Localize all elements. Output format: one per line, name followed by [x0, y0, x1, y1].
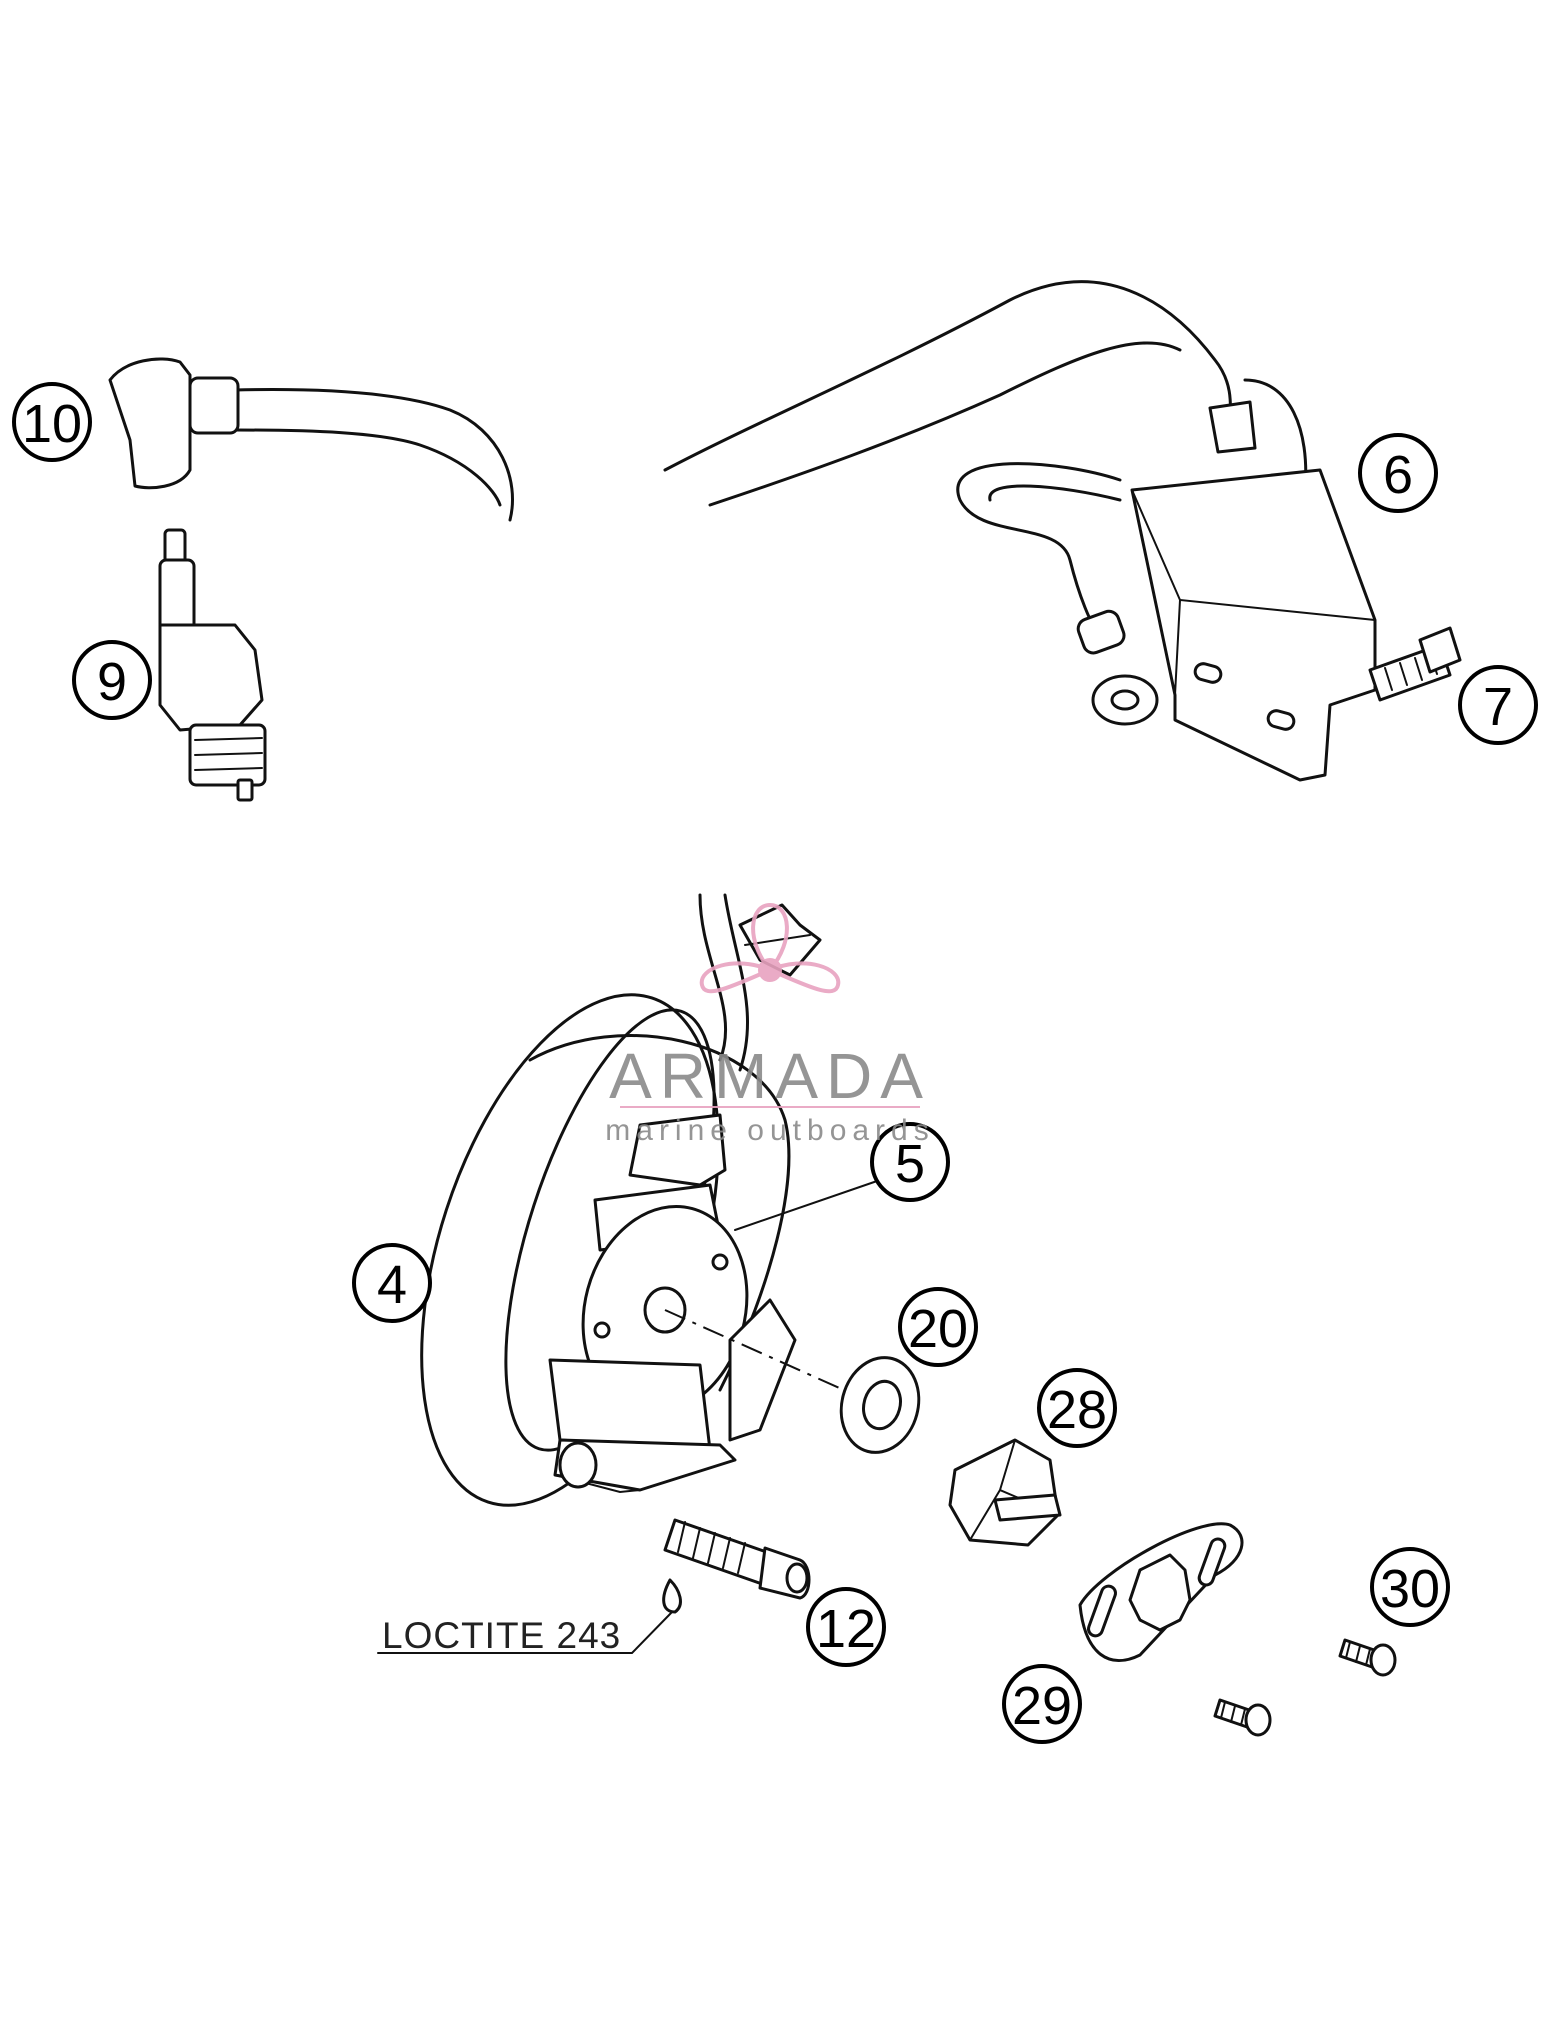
leader-line-5: [734, 1179, 881, 1231]
callout-12: 12: [806, 1587, 886, 1667]
callout-29-label: 29: [1012, 1676, 1072, 1736]
ignition-coil-part: [663, 280, 1377, 782]
callout-28-circle: [1037, 1368, 1117, 1448]
leader-line-loctite: [377, 1611, 673, 1654]
key-part: [948, 1438, 1062, 1547]
callout-9-label: 9: [97, 652, 127, 712]
callout-10: 10: [12, 382, 92, 462]
spark-plug-connector-part: [108, 357, 514, 522]
propeller-logo-icon: [699, 902, 841, 994]
watermark-tagline: marine outboards: [605, 1114, 934, 1147]
callout-28-label: 28: [1047, 1380, 1107, 1440]
callout-29-circle: [1002, 1664, 1082, 1744]
callout-4: 4: [352, 1243, 432, 1323]
callout-5-label: 5: [895, 1134, 925, 1194]
callout-12-circle: [806, 1587, 886, 1667]
callout-30: 30: [1370, 1547, 1450, 1627]
callout-6-circle: [1358, 433, 1438, 513]
callout-28: 28: [1037, 1368, 1117, 1448]
callout-9: 9: [72, 640, 152, 720]
watermark-brand: ARMADA: [609, 1040, 931, 1112]
callout-10-label: 10: [22, 394, 82, 454]
callout-20-circle: [898, 1287, 978, 1367]
callout-20-label: 20: [908, 1299, 968, 1359]
small-screw-lower-part: [1213, 1698, 1272, 1737]
callout-7-circle: [1458, 665, 1538, 745]
coil-mounting-screw-part: [1368, 626, 1462, 702]
callout-29: 29: [1002, 1664, 1082, 1744]
callout-7-label: 7: [1483, 677, 1513, 737]
timing-plate-part: [1078, 1522, 1244, 1662]
callout-6-label: 6: [1383, 445, 1413, 505]
loctite-note: LOCTITE 243: [382, 1615, 621, 1656]
callout-30-circle: [1370, 1547, 1450, 1627]
callout-4-circle: [352, 1243, 432, 1323]
callout-10-circle: [12, 382, 92, 462]
small-screw-upper-part: [1338, 1638, 1397, 1677]
armada-watermark: ARMADA marine outboards: [605, 902, 934, 1147]
callout-5: 5: [870, 1122, 950, 1202]
callout-5-circle: [870, 1122, 950, 1202]
spark-plug-part: [158, 528, 267, 802]
callout-30-label: 30: [1380, 1559, 1440, 1619]
callout-7: 7: [1458, 665, 1538, 745]
washer-part: [839, 1356, 921, 1454]
callout-20: 20: [898, 1287, 978, 1367]
callout-12-label: 12: [816, 1599, 876, 1659]
center-axis-line: [664, 1309, 856, 1396]
callout-6: 6: [1358, 433, 1438, 513]
stator-screw-part: [662, 1518, 811, 1614]
callout-9-circle: [72, 640, 152, 720]
callout-4-label: 4: [377, 1255, 407, 1315]
